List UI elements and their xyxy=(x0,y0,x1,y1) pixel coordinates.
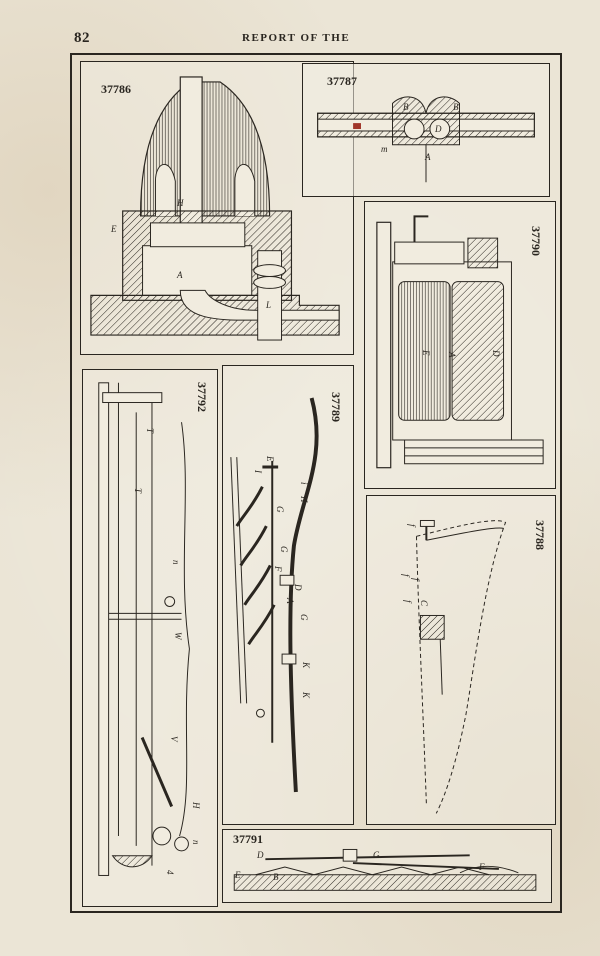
figure-label: L xyxy=(266,300,272,310)
figure-label: A xyxy=(177,270,183,280)
figure-label: f xyxy=(411,578,421,581)
figure-37791-drawing xyxy=(233,848,537,891)
running-head: REPORT OF THE xyxy=(242,32,351,44)
figure-label: F xyxy=(479,862,485,872)
figure-37789-drawing xyxy=(230,397,319,793)
figure-label: C xyxy=(419,600,429,607)
figure-label: T xyxy=(145,428,155,434)
figure-label: A xyxy=(447,352,457,358)
figure-label: D xyxy=(257,850,264,860)
figure-label: m xyxy=(381,144,388,154)
figure-label: n xyxy=(191,840,201,845)
figure-label: G xyxy=(299,614,309,621)
figure-label: W xyxy=(173,632,183,640)
figure-label: B xyxy=(403,102,409,112)
patent-number-37786: 37786 xyxy=(101,82,131,96)
figure-37792: 37792 T T n W V H n 4 xyxy=(82,369,218,907)
figure-label: E xyxy=(265,456,275,462)
figure-label: G xyxy=(373,850,380,860)
figure-label: B xyxy=(273,872,279,882)
figure-label: V xyxy=(169,736,179,742)
patent-number-37791: 37791 xyxy=(233,832,263,846)
figure-label: B xyxy=(453,102,459,112)
figure-label: A xyxy=(285,598,295,604)
figure-37788-drawing xyxy=(415,519,507,814)
figure-label: D xyxy=(293,584,303,591)
figure-label: H xyxy=(177,198,184,208)
figure-label: E xyxy=(235,870,241,880)
figure-label: f xyxy=(403,600,413,603)
figure-label: E xyxy=(421,350,431,356)
figure-37787: 37787 B B D m A xyxy=(302,63,550,197)
figure-label: f xyxy=(407,524,417,527)
figure-label: i xyxy=(299,482,309,485)
figure-label: F xyxy=(273,566,283,572)
figure-37791: 37791 D G E B F xyxy=(222,829,552,903)
figure-37786-drawing xyxy=(90,76,340,341)
patent-number-37787: 37787 xyxy=(327,74,357,88)
figure-label: H xyxy=(191,802,201,809)
figure-label: f xyxy=(401,574,411,577)
figure-label: D xyxy=(435,124,442,134)
figure-label: G xyxy=(279,546,289,553)
figure-label: K xyxy=(301,662,311,669)
figure-label: E xyxy=(111,224,117,234)
figure-label: A xyxy=(425,152,431,162)
figure-37786: 37786 H E A L xyxy=(80,61,354,355)
figure-label: G xyxy=(275,506,285,513)
plate-frame: 37786 H E A L 37787 B B D m A xyxy=(70,53,562,913)
figure-label: T xyxy=(133,488,143,494)
patent-number-37789: 37789 xyxy=(329,392,343,422)
figure-37790: 37790 E A D xyxy=(364,201,556,489)
figure-37792-drawing xyxy=(98,382,190,876)
figure-label: n xyxy=(171,560,181,565)
figure-37790-drawing xyxy=(376,215,544,469)
patent-number-37790: 37790 xyxy=(529,226,543,256)
figure-37787-drawing xyxy=(317,96,535,183)
page-number: 82 xyxy=(74,30,90,46)
figure-37789: 37789 E I H i G G F D A G K K xyxy=(222,365,354,825)
figure-37788: 37788 f f f f C xyxy=(366,495,556,825)
figure-label: H xyxy=(299,496,309,503)
figure-label: D xyxy=(491,350,501,357)
figure-label: I xyxy=(253,470,263,473)
patent-number-37788: 37788 xyxy=(533,520,547,550)
patent-number-37792: 37792 xyxy=(195,382,209,412)
figure-label: 4 xyxy=(165,870,175,875)
figure-label: K xyxy=(301,692,311,699)
